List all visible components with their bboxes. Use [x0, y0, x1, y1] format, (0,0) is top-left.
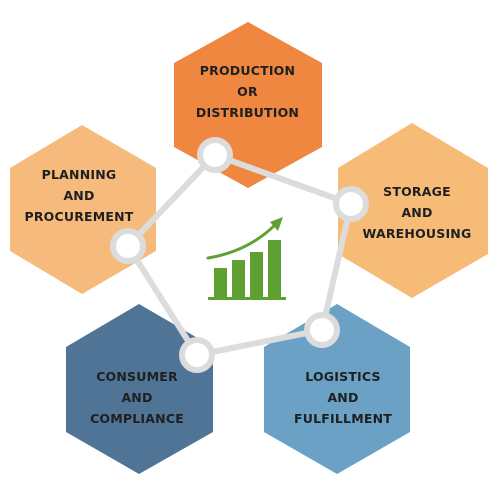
label-consumer-and-compliance: CONSUMER AND COMPLIANCE: [62, 362, 212, 432]
label-storage-and-warehousing: STORAGE AND WAREHOUSING: [342, 177, 492, 247]
connector-node-consumer: [179, 337, 215, 373]
chart-icon-bar-3: [250, 252, 263, 298]
label-planning-and-procurement: PLANNING AND PROCUREMENT: [14, 160, 144, 230]
storage-line-1: STORAGE: [383, 183, 451, 199]
chart-icon-bar-4: [268, 240, 281, 298]
logistics-line-2: AND: [327, 389, 359, 405]
hexagon-storage: [338, 123, 488, 298]
connector-node-production: [197, 137, 233, 173]
chart-icon-trend-arrow: [206, 222, 278, 260]
storage-line-2: AND: [401, 204, 433, 220]
connector-node-storage: [333, 186, 369, 222]
production-line-1: PRODUCTION: [199, 62, 296, 78]
connector-pentagon: [125, 152, 354, 358]
connector-node-logistics: [304, 312, 340, 348]
planning-line-3: PROCUREMENT: [24, 208, 134, 224]
production-line-2: OR: [237, 83, 258, 99]
chart-icon-bar-1: [214, 268, 227, 298]
planning-line-1: PLANNING: [41, 166, 117, 182]
consumer-line-1: CONSUMER: [96, 368, 178, 384]
chart-icon-bar-2: [232, 260, 245, 298]
consumer-line-3: COMPLIANCE: [90, 410, 184, 426]
label-production-or-distribution: PRODUCTION OR DISTRIBUTION: [175, 56, 320, 126]
consumer-line-2: AND: [121, 389, 153, 405]
chart-icon-arrowhead: [270, 217, 283, 231]
hexagon-consumer: [66, 304, 213, 474]
storage-line-3: WAREHOUSING: [362, 225, 472, 241]
logistics-line-3: FULFILLMENT: [294, 410, 392, 426]
chart-icon-baseline: [208, 297, 286, 300]
connector-node-planning: [110, 228, 146, 264]
growth-bar-chart-icon: [206, 217, 286, 300]
planning-line-2: AND: [63, 187, 95, 203]
production-line-3: DISTRIBUTION: [195, 104, 300, 120]
hexagon-logistics: [264, 304, 410, 474]
label-logistics-and-fulfillment: LOGISTICS AND FULFILLMENT: [268, 362, 418, 432]
logistics-line-1: LOGISTICS: [305, 368, 381, 384]
